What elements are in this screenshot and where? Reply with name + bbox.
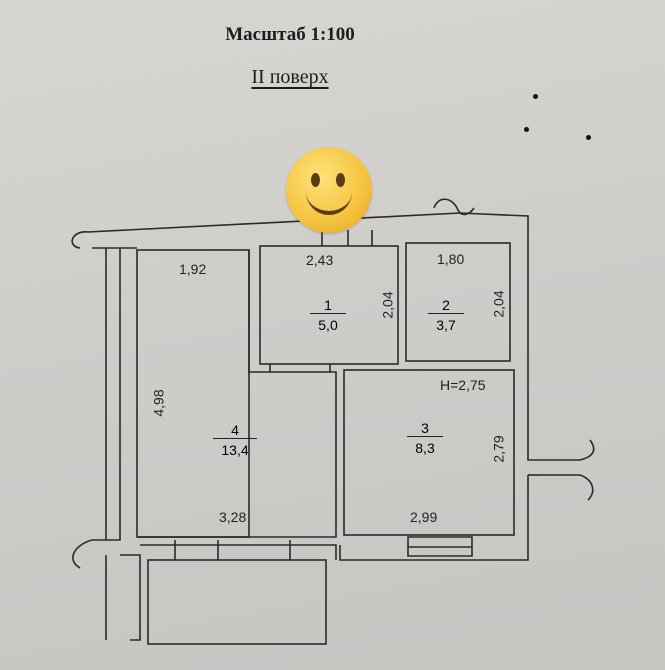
wall-break-mark [579, 474, 594, 501]
wall-break-mark [433, 198, 475, 216]
room-area: 8,3 [407, 436, 443, 456]
floor-title: II поверх [251, 66, 329, 88]
wall-break-mark [579, 439, 595, 461]
outer-wall [540, 459, 580, 476]
dim-room2-top: 1,80 [437, 251, 465, 267]
room-3-outline [343, 369, 515, 536]
dim-room4-bottom: 3,28 [219, 509, 247, 525]
dim-room1-side: 2,04 [379, 291, 396, 319]
ink-dot [533, 94, 538, 99]
dim-room3-side: 2,79 [490, 435, 507, 463]
dim-room4-top: 1,92 [179, 261, 207, 277]
outer-wall [339, 475, 529, 561]
room-number: 1 [324, 297, 332, 313]
wall-break-mark [71, 231, 89, 249]
room-number: 2 [442, 297, 450, 313]
smiley-face-icon [286, 147, 372, 233]
balcony-outline [147, 559, 327, 645]
dim-room2-side: 2,04 [490, 290, 507, 318]
room-number: 4 [231, 422, 239, 438]
room-4-wall [137, 250, 337, 538]
dim-room1-top: 2,43 [306, 252, 334, 268]
ceiling-height: H=2,75 [440, 377, 486, 393]
scale-title: Масштаб 1:100 [225, 24, 355, 45]
outer-wall [120, 554, 141, 641]
room-label: 1 5,0 [310, 297, 346, 333]
wall-break-mark [72, 539, 93, 569]
window-mark [407, 536, 473, 557]
room-label: 3 8,3 [407, 420, 443, 456]
balcony-wall [140, 544, 337, 560]
room-2-outline [405, 242, 511, 362]
window-mark [321, 230, 373, 246]
window-mark [174, 540, 291, 560]
room-area: 3,7 [428, 313, 464, 333]
room-1-outline [259, 245, 399, 365]
room-number: 3 [421, 420, 429, 436]
room-label: 4 13,4 [213, 422, 257, 458]
room-label: 2 3,7 [428, 297, 464, 333]
ink-dot [586, 135, 591, 140]
dim-room3-bottom: 2,99 [410, 509, 438, 525]
room-area: 5,0 [310, 313, 346, 333]
window-mark [269, 364, 331, 372]
room-area: 13,4 [213, 438, 257, 458]
ink-dot [524, 127, 529, 132]
dim-room4-side: 4,98 [150, 389, 167, 417]
